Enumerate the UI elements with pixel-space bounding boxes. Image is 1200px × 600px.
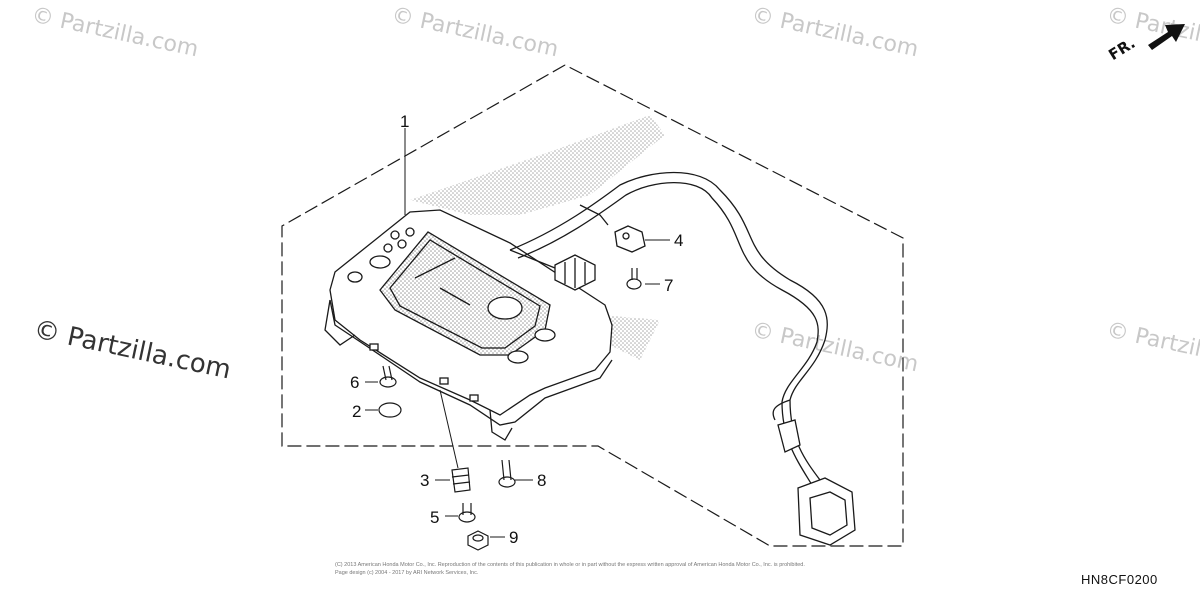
- diagram-code: HN8CF0200: [1081, 572, 1158, 587]
- assembly-outline: [281, 64, 904, 547]
- grommet-3: [451, 467, 471, 493]
- callout-7[interactable]: 7: [664, 276, 674, 295]
- wire-clip: [614, 225, 646, 253]
- cap-2: [378, 402, 402, 418]
- callout-4[interactable]: 4: [674, 231, 684, 250]
- meter-assembly: [324, 209, 613, 441]
- shading: [410, 115, 665, 215]
- copyright-line-2: Page design (c) 2004 - 2017 by ARI Netwo…: [335, 570, 479, 576]
- screw-8: [498, 459, 516, 488]
- callout-9[interactable]: 9: [509, 528, 519, 547]
- shading: [600, 315, 660, 360]
- callout-3[interactable]: 3: [420, 471, 430, 490]
- connectors: [554, 254, 856, 546]
- copyright-line-1: (C) 2013 American Honda Motor Co., Inc. …: [335, 562, 805, 568]
- callout-5[interactable]: 5: [430, 508, 440, 527]
- callout-6[interactable]: 6: [350, 373, 360, 392]
- callout-1[interactable]: 1: [400, 112, 410, 131]
- callout-8[interactable]: 8: [537, 471, 547, 490]
- front-direction-arrow: [1148, 24, 1185, 50]
- nut-9: [467, 530, 489, 551]
- screw-6: [379, 365, 397, 388]
- screw-7: [626, 268, 642, 290]
- copyright-notice: (C) 2013 American Honda Motor Co., Inc. …: [335, 561, 875, 577]
- wire-harness: [509, 171, 828, 486]
- collar-5: [458, 503, 476, 523]
- leader-lines: [365, 128, 670, 538]
- callout-2[interactable]: 2: [352, 402, 362, 421]
